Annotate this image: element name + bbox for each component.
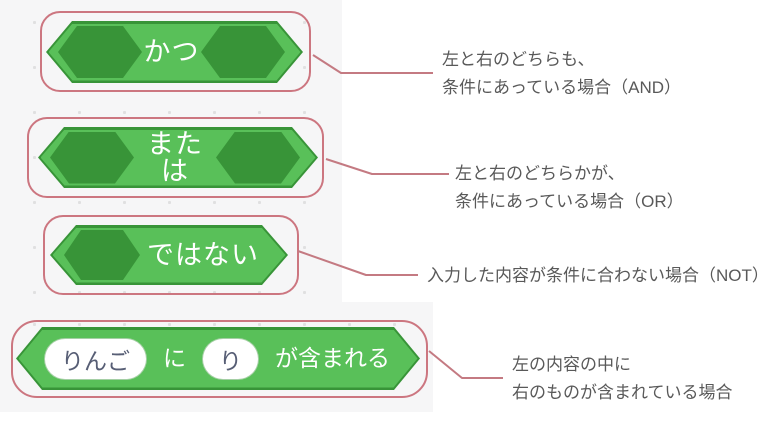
annotation-not-line1: 入力した内容が条件に合わない場合（NOT） <box>427 266 760 285</box>
and-operator-block[interactable]: かつ <box>46 21 303 83</box>
annotation-contains: 左の内容の中に 右のものが含まれている場合 <box>512 351 733 407</box>
empty-boolean-slot-right[interactable] <box>201 26 285 78</box>
empty-boolean-slot-right[interactable] <box>216 132 300 184</box>
not-operator-block[interactable]: ではない <box>50 225 288 285</box>
contains-middle-label: に <box>163 345 186 371</box>
annotation-not: 入力した内容が条件に合わない場合（NOT） <box>427 262 760 290</box>
annotation-or-line2: 条件にあっている場合（OR） <box>455 192 684 211</box>
annotation-contains-line1: 左の内容の中に <box>512 355 631 374</box>
empty-boolean-slot[interactable] <box>64 230 140 280</box>
contains-haystack-input[interactable]: りんご <box>44 337 147 380</box>
highlight-outline-contains <box>11 320 428 398</box>
contains-suffix-label: が含まれる <box>275 345 390 371</box>
highlight-outline-or <box>27 117 324 198</box>
and-block-label: かつ <box>143 36 200 67</box>
annotation-and-line2: 条件にあっている場合（AND） <box>442 78 682 97</box>
annotation-and: 左と右のどちらも、 条件にあっている場合（AND） <box>442 46 681 102</box>
callout-line-contains <box>428 350 503 379</box>
or-operator-block[interactable]: または <box>38 127 318 188</box>
highlight-outline-and <box>40 11 311 92</box>
empty-boolean-slot-left[interactable] <box>58 26 142 78</box>
annotation-or-line1: 左と右のどちらかが、 <box>455 164 625 183</box>
annotation-or: 左と右のどちらかが、 条件にあっている場合（OR） <box>455 160 684 216</box>
callout-line-or <box>325 158 449 175</box>
empty-boolean-slot-left[interactable] <box>50 132 134 184</box>
not-block-label: ではない <box>147 239 259 270</box>
contains-needle-input[interactable]: り <box>202 337 259 380</box>
annotation-and-line1: 左と右のどちらも、 <box>442 50 595 69</box>
or-block-label: または <box>147 128 203 186</box>
annotation-contains-line2: 右のものが含まれている場合 <box>512 383 733 402</box>
contains-operator-block[interactable]: りんご に り が含まれる <box>16 327 420 390</box>
